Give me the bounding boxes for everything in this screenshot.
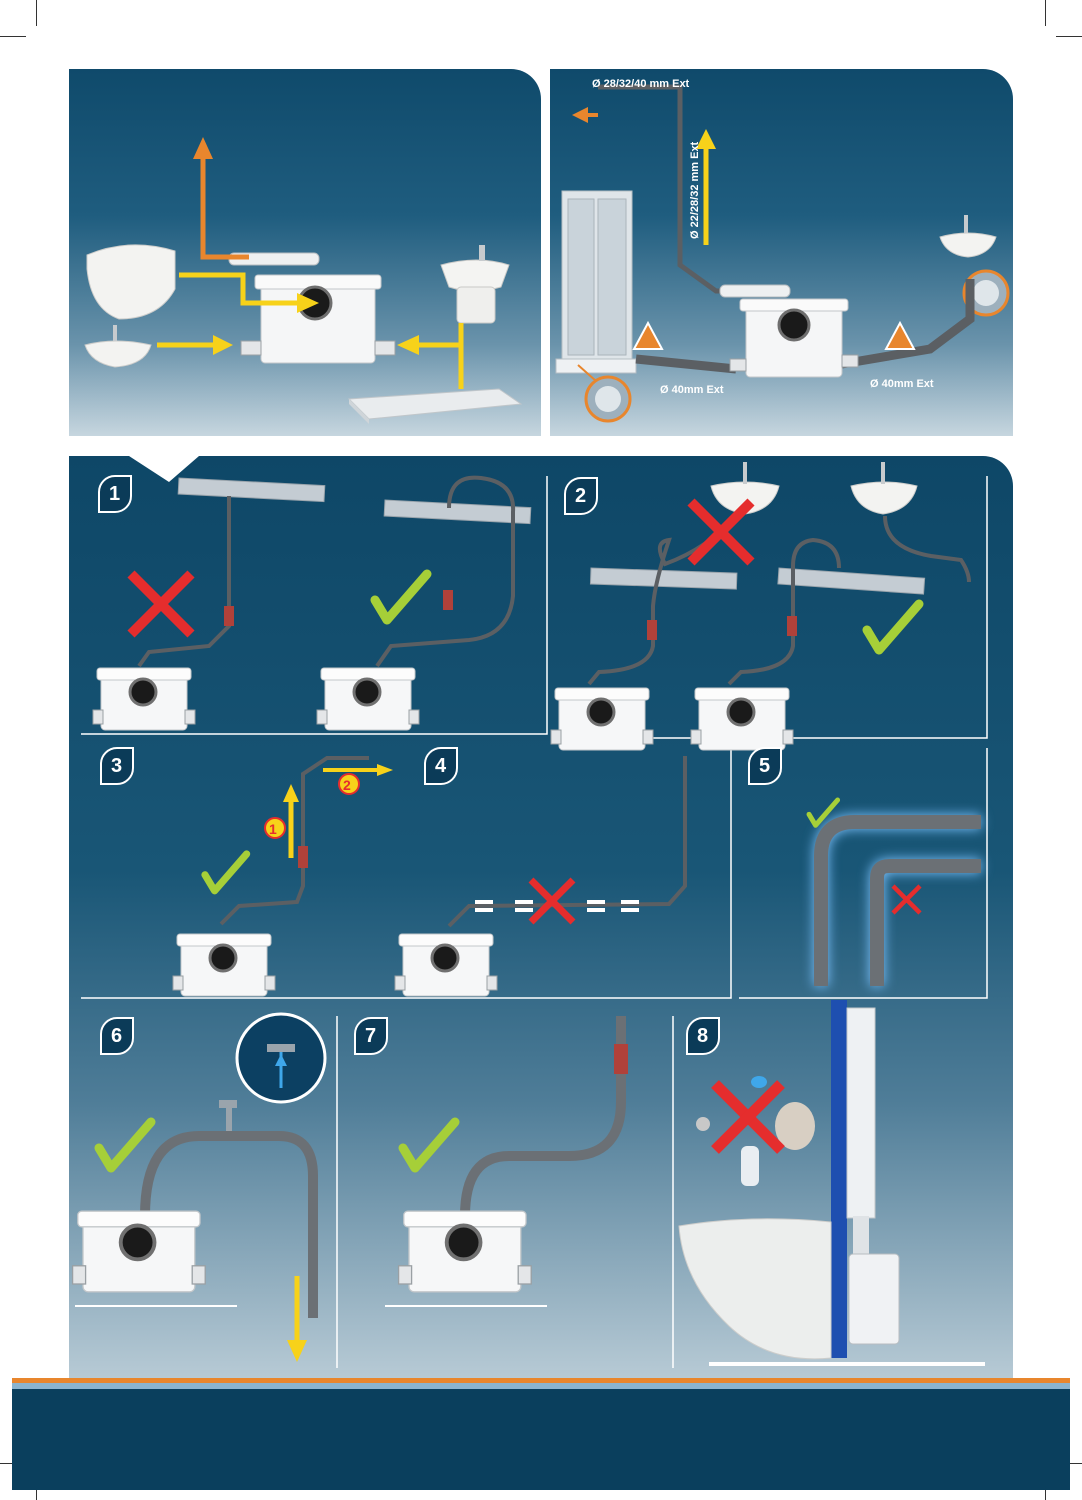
step-number: 4	[435, 755, 447, 777]
outlet-diameter-label: Ø 28/32/40 mm Ext	[592, 78, 690, 90]
inlet-left-label: Ø 40mm Ext	[660, 384, 724, 396]
vertical-diameter-label: Ø 22/28/32 mm Ext	[689, 141, 701, 239]
check-icon	[403, 1122, 455, 1168]
cross-icon	[131, 574, 191, 634]
marker-2: 2	[343, 777, 351, 793]
panel-installation-rules: 1 2 3	[69, 456, 1013, 1378]
arrow-up-icon	[193, 137, 213, 159]
check-icon	[205, 854, 247, 891]
crop-mark	[1056, 36, 1082, 37]
step-number: 6	[111, 1025, 122, 1047]
step-number: 5	[759, 755, 770, 777]
footer-band	[12, 1378, 1070, 1490]
installation-rules-illustration: 1 2 3	[70, 456, 988, 1368]
arrow-up-icon	[696, 129, 716, 149]
marker-1: 1	[269, 821, 277, 837]
warning-triangle-icon	[632, 320, 664, 350]
panel-pipe-dimensions: Ø 28/32/40 mm Ext Ø 22/28/32 mm Ext Ø 40…	[550, 69, 1013, 436]
pipe-dimensions-illustration: Ø 28/32/40 mm Ext Ø 22/28/32 mm Ext Ø 40…	[555, 78, 1010, 423]
arrow-left-icon	[397, 335, 419, 355]
cross-icon	[715, 1084, 781, 1150]
warning-triangle-icon	[884, 320, 916, 350]
step-number: 2	[575, 485, 586, 507]
arrow-up-icon	[283, 784, 299, 802]
footer-stripe-orange	[12, 1378, 1070, 1383]
panel-installation-overview	[69, 69, 541, 436]
step-number: 7	[365, 1025, 376, 1047]
crop-mark	[0, 36, 26, 37]
footer-stripe-blue	[12, 1383, 1070, 1389]
inlet-right-label: Ø 40mm Ext	[870, 378, 934, 390]
arrow-right-icon	[377, 764, 393, 776]
check-icon	[99, 1122, 151, 1168]
arrow-left-icon	[572, 107, 588, 123]
cross-icon	[893, 886, 920, 913]
overview-illustration	[84, 137, 523, 424]
step-number: 3	[111, 755, 122, 777]
cross-icon	[531, 880, 573, 922]
check-icon	[867, 604, 919, 650]
step-number: 8	[697, 1025, 708, 1047]
step-number: 1	[109, 483, 120, 505]
cross-icon	[691, 502, 751, 562]
crop-mark	[36, 0, 37, 26]
arrow-down-icon	[287, 1340, 307, 1362]
arrow-right-icon	[213, 335, 233, 355]
arrow-right-icon	[297, 293, 319, 313]
check-icon	[375, 574, 427, 620]
crop-mark	[1045, 0, 1046, 26]
